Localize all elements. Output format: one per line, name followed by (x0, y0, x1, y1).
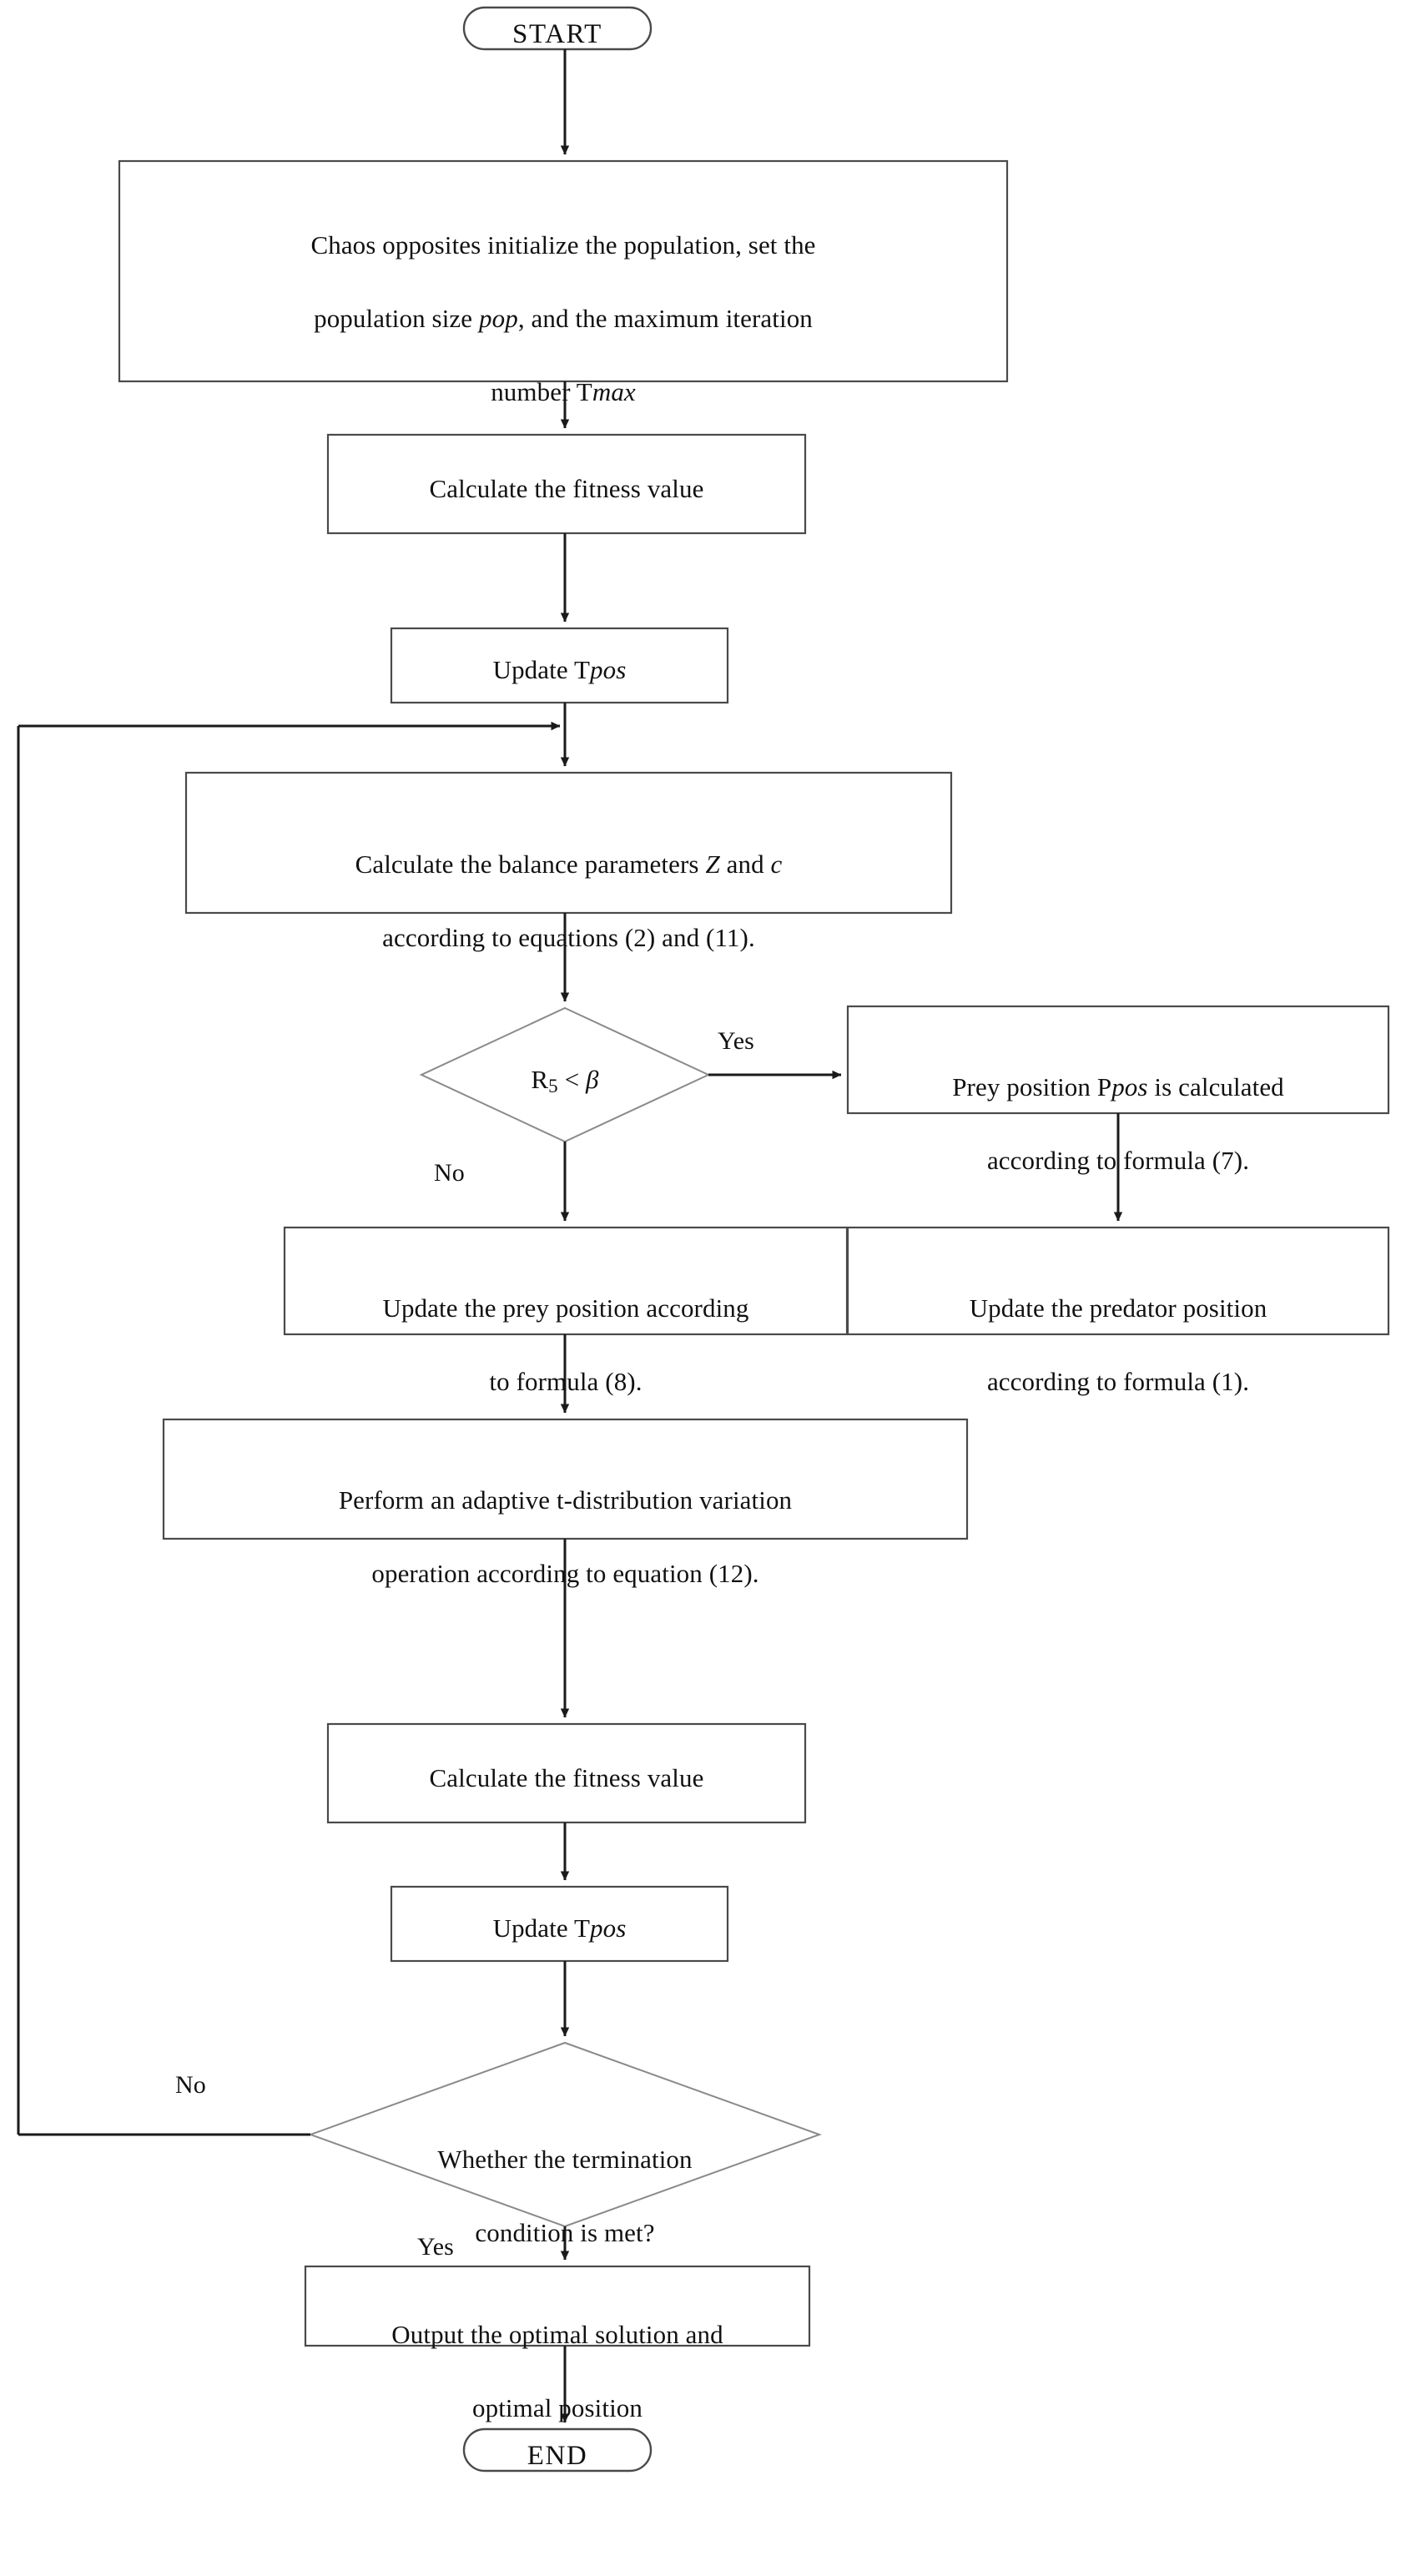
start-terminal-label: START (512, 19, 602, 49)
update-prey-line-1: Update the prey position according (382, 1293, 749, 1323)
update-predator-line-2: according to formula (1). (986, 1367, 1250, 1397)
update-prey-line-2: to formula (8). (489, 1367, 643, 1397)
prey-calc-box-text: Prey position Ppos is calculated accordi… (859, 1032, 1377, 1216)
output-line-1: Output the optimal solution and (391, 2320, 723, 2350)
edge-label-termination-no: No (175, 2071, 206, 2099)
init-line-3-a: number T (491, 377, 592, 407)
balance-c-italic: c (770, 849, 783, 880)
update-tpos1-pos-italic: pos (590, 655, 627, 684)
decision-termination-line-1: Whether the termination (437, 2145, 693, 2175)
update-prey-box-shape (283, 1226, 849, 1336)
balance-line-2: according to equations (2) and (11). (382, 923, 755, 953)
fitness2-box-label: Calculate the fitness value (429, 1763, 704, 1792)
t-distribution-line-2: operation according to equation (12). (371, 1559, 759, 1589)
end-terminal-label: END (527, 2441, 588, 2471)
update-prey-box-text: Update the prey position according to fo… (293, 1253, 839, 1437)
init-line-1: Chaos opposites initialize the populatio… (310, 230, 816, 260)
edge-label-r5-no: No (434, 1159, 465, 1187)
decision-termination-text: Whether the termination condition is met… (356, 2105, 774, 2288)
update-tpos2-box-shape (390, 1885, 729, 1963)
start-terminal-shape (462, 6, 653, 51)
edge-label-r5-yes: Yes (718, 1027, 754, 1055)
decision-r5-subscript: 5 (548, 1076, 558, 1097)
balance-z-italic: Z (705, 849, 720, 880)
update-predator-box-text: Update the predator position according t… (856, 1253, 1380, 1437)
init-box-shape (118, 159, 1009, 383)
balance-line-1: Calculate the balance parameters Z and c (203, 846, 935, 883)
init-pop-italic: pop (479, 304, 518, 334)
output-line-2: optimal position (472, 2393, 643, 2423)
init-line-2: population size pop, and the maximum ite… (136, 300, 990, 337)
fitness2-box-shape (326, 1722, 807, 1824)
decision-r5-label: R5 < β (440, 1061, 690, 1101)
update-tpos2-pos-italic: pos (590, 1913, 627, 1943)
init-box-text: Chaos opposites initialize the populatio… (136, 190, 990, 447)
t-distribution-box-text: Perform an adaptive t-distribution varia… (172, 1445, 959, 1629)
t-distribution-box-shape (162, 1418, 969, 1540)
decision-termination-line-2: condition is met? (475, 2218, 655, 2248)
balance-box-shape (184, 771, 953, 915)
update-predator-line-1: Update the predator position (969, 1293, 1267, 1323)
output-box-shape (304, 2265, 811, 2347)
decision-r5-r: R (531, 1065, 549, 1094)
prey-calc-line-2: according to formula (7). (986, 1146, 1250, 1176)
fitness1-box-label: Calculate the fitness value (429, 474, 704, 503)
update-predator-box-shape (846, 1226, 1390, 1336)
balance-line-1-c: and (719, 849, 771, 880)
prey-calc-pos-italic: pos (1111, 1072, 1148, 1102)
prey-calc-box-shape (846, 1005, 1390, 1115)
decision-r5-beta: β (586, 1065, 599, 1094)
update-tpos1-prefix: Update T (492, 655, 591, 684)
update-tpos1-box-shape (390, 627, 729, 704)
update-tpos2-box-label: Update Tpos (391, 1910, 728, 1947)
update-tpos2-prefix: Update T (492, 1913, 591, 1943)
prey-calc-line-1-c: is calculated (1147, 1072, 1284, 1102)
balance-line-1-a: Calculate the balance parameters (355, 849, 706, 880)
output-box-text: Output the optimal solution and optimal … (314, 2280, 801, 2463)
update-tpos1-box-label: Update Tpos (391, 652, 728, 688)
init-max-italic: max (592, 377, 636, 407)
init-line-2-c: , and the maximum iteration (517, 304, 813, 334)
t-distribution-line-1: Perform an adaptive t-distribution varia… (338, 1485, 793, 1515)
init-line-3: number Tmax (136, 374, 990, 411)
prey-calc-line-1-a: Prey position P (952, 1072, 1112, 1102)
fitness1-box-shape (326, 433, 807, 535)
edge-label-termination-yes: Yes (417, 2233, 454, 2261)
balance-box-text: Calculate the balance parameters Z and c… (203, 809, 935, 993)
end-terminal-shape (462, 2427, 653, 2473)
decision-r5-op: < (557, 1065, 587, 1094)
init-line-2-a: population size (314, 304, 479, 334)
prey-calc-line-1: Prey position Ppos is calculated (859, 1069, 1377, 1106)
